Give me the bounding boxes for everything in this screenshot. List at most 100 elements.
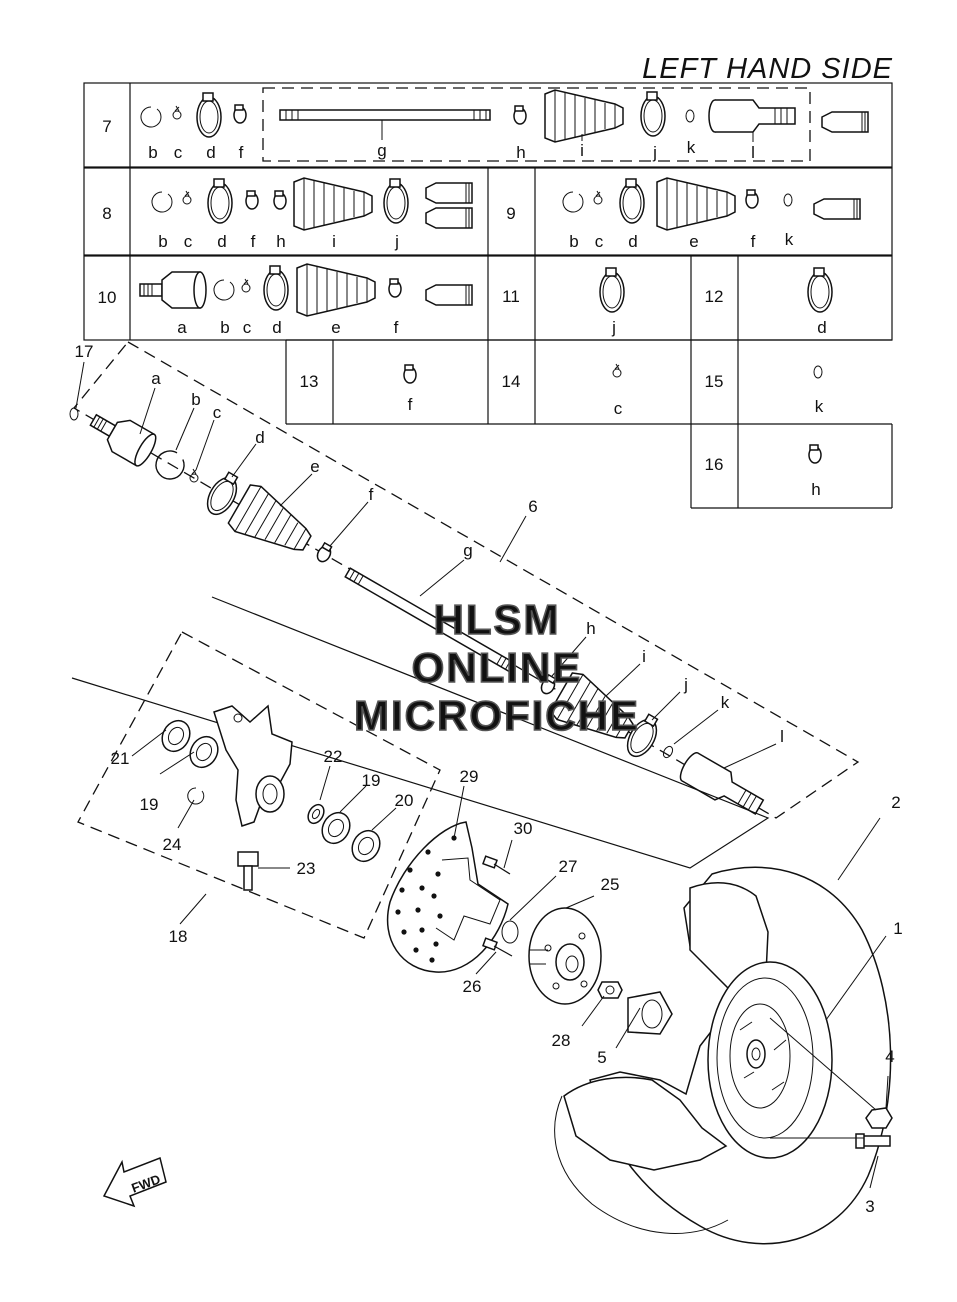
axle-nut-icon [627, 991, 673, 1035]
row7-letter-g: g [377, 141, 386, 160]
drive-shaft-icon [279, 109, 491, 121]
fwd-arrow-icon: FWD [102, 1156, 167, 1208]
part-ref-23: 23 [297, 859, 316, 878]
part-ref-19a: 19 [140, 795, 159, 814]
part-ref-30: 30 [514, 819, 533, 838]
part-ref-20: 20 [395, 791, 414, 810]
row8-letter-f: f [251, 232, 256, 251]
part-ref-22: 22 [324, 747, 343, 766]
hub-bolt-icon [482, 937, 513, 957]
kit-row-16: 16 h [705, 444, 822, 499]
row8-letter-b: b [158, 232, 167, 251]
part-ref-5: 5 [597, 1048, 606, 1067]
row9-letter-k: k [785, 230, 794, 249]
row15-letter-k: k [815, 397, 824, 416]
kit-row-13: 13 f [300, 364, 417, 414]
row9-letter-c: c [595, 232, 604, 251]
kit-row-10: 10 a b c d e f [98, 263, 473, 337]
row8-letter-h: h [276, 232, 285, 251]
kit-row-15: 15 k [705, 365, 824, 416]
row8-letter-j: j [394, 232, 399, 251]
ref-9: 9 [506, 204, 515, 223]
watermark-line-1: HLSM [434, 596, 561, 643]
row11-letter-j: j [611, 318, 616, 337]
shaft-letter-f: f [369, 485, 374, 504]
part-ref-19b: 19 [362, 771, 381, 790]
row14-letter-c: c [614, 399, 623, 418]
ref-15: 15 [705, 372, 724, 391]
row10-letter-f: f [394, 318, 399, 337]
watermark: HLSM ONLINE MICROFICHE [353, 595, 640, 740]
ref-13: 13 [300, 372, 319, 391]
kit-row-12: 12 d [705, 267, 833, 337]
row8-letter-c: c [184, 232, 193, 251]
row9-letter-d: d [628, 232, 637, 251]
brake-disc-icon [386, 821, 509, 973]
row7-letter-k: k [687, 138, 696, 157]
row9-letter-e: e [689, 232, 698, 251]
shaft-letter-b: b [191, 390, 200, 409]
kit-row-11: 11 j [502, 267, 625, 337]
ref-10: 10 [98, 288, 117, 307]
part-ref-4: 4 [885, 1047, 894, 1066]
knuckle-assembly [71, 596, 770, 939]
part-ref-26: 26 [463, 977, 482, 996]
ref-11: 11 [502, 287, 520, 306]
part-ref-25: 25 [601, 875, 620, 894]
ref-12: 12 [705, 287, 724, 306]
part-ref-1: 1 [893, 919, 902, 938]
watermark-line-3: MICROFICHE [354, 692, 640, 739]
ref-8: 8 [102, 204, 111, 223]
row7-letter-c: c [174, 143, 183, 162]
part-ref-21: 21 [111, 749, 130, 768]
ref-16: 16 [705, 455, 724, 474]
row10-letter-e: e [331, 318, 340, 337]
row12-letter-d: d [817, 318, 826, 337]
kit-row-7: 7 b c d f g h i j k l [102, 89, 869, 162]
row10-letter-d: d [272, 318, 281, 337]
shaft-letter-g: g [463, 541, 472, 560]
shaft-letter-e: e [310, 457, 319, 476]
part-ref-29: 29 [460, 767, 479, 786]
ref-7: 7 [102, 117, 111, 136]
part-ref-28: 28 [552, 1031, 571, 1050]
kit-row-8: 8 b c d f h i j [102, 177, 473, 251]
part-ref-3: 3 [865, 1197, 874, 1216]
kit-row-9: 9 b c d e f k [506, 177, 861, 251]
shaft-letter-c: c [213, 403, 222, 422]
ref-14: 14 [502, 372, 521, 391]
drive-shaft-assembly: 17 a b c d e f 6 g h i j k l [69, 341, 860, 822]
shaft-letter-a: a [151, 369, 161, 388]
row10-letter-c: c [243, 318, 252, 337]
part-ref-18: 18 [169, 927, 188, 946]
kit-row-14: 14 c [502, 363, 623, 418]
shaft-ref-17: 17 [75, 342, 94, 361]
wheel-tire-icon [554, 866, 893, 1245]
kit-table [83, 82, 893, 509]
ball-joint-icon [237, 851, 259, 891]
row7-letter-d: d [206, 143, 215, 162]
shaft-letter-d: d [255, 428, 264, 447]
valve-icon [855, 1133, 891, 1149]
steering-knuckle-icon [213, 704, 293, 827]
shaft-letter-h: h [586, 619, 595, 638]
shaft-ref-6: 6 [528, 497, 537, 516]
row7-letter-j: j [652, 143, 657, 162]
row7-letter-h: h [516, 143, 525, 162]
part-ref-2: 2 [891, 793, 900, 812]
row16-letter-h: h [811, 480, 820, 499]
part-ref-24: 24 [163, 835, 182, 854]
part-ref-27: 27 [559, 857, 578, 876]
row9-letter-f: f [751, 232, 756, 251]
wheel-hub-icon [528, 907, 602, 1005]
row9-letter-b: b [569, 232, 578, 251]
row7-letter-f: f [239, 143, 244, 162]
row8-letter-i: i [332, 232, 336, 251]
shaft-letter-l: l [780, 727, 784, 746]
disc-bolt-icon [482, 855, 511, 875]
row13-letter-f: f [408, 395, 413, 414]
shaft-letter-j: j [683, 675, 688, 694]
row10-letter-a: a [177, 318, 187, 337]
row7-letter-l: l [751, 143, 755, 162]
